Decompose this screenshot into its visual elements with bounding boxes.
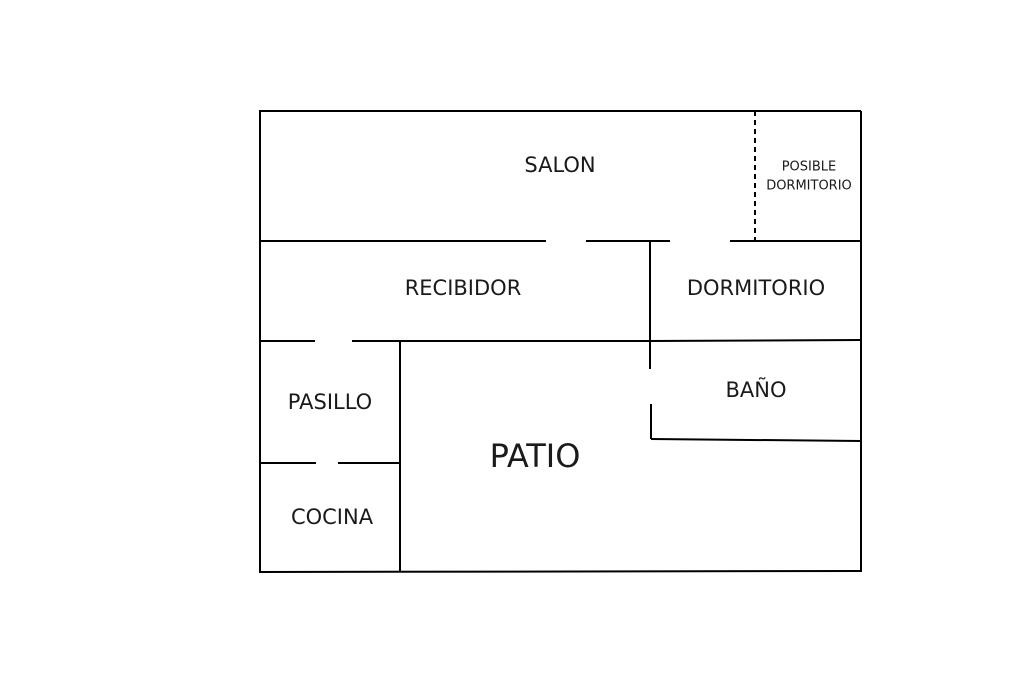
label-posible-dormitorio-line1: POSIBLE — [782, 160, 837, 175]
outer-wall-bottom — [258, 570, 862, 573]
label-pasillo: PASILLO — [288, 390, 372, 414]
bano-wall-bottom — [650, 438, 862, 442]
label-cocina: COCINA — [291, 505, 374, 529]
label-posible-dormitorio-line2: DORMITORIO — [766, 179, 852, 194]
label-recibidor: RECIBIDOR — [405, 276, 522, 300]
label-patio: PATIO — [490, 437, 581, 475]
dormitorio-bano-wall — [649, 339, 862, 342]
label-bano: BAÑO — [725, 376, 786, 402]
label-salon: SALON — [524, 153, 595, 177]
label-dormitorio: DORMITORIO — [687, 276, 825, 300]
